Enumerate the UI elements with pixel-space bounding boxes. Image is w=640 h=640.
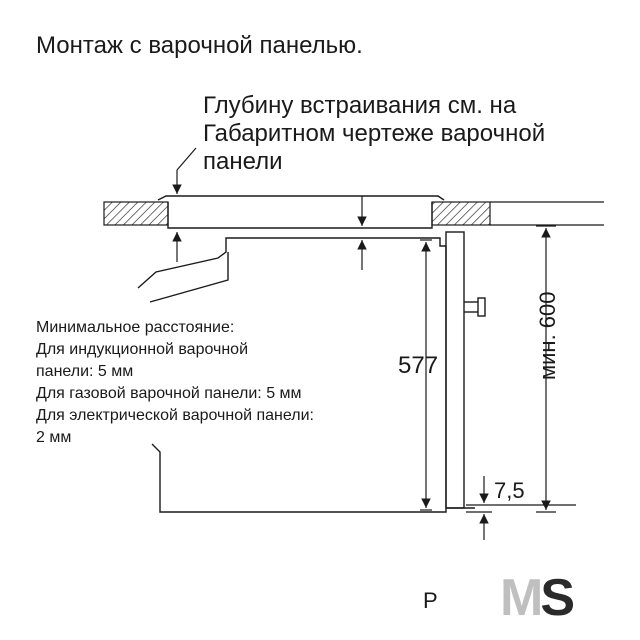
depth-note-line: Глубину встраивания см. на xyxy=(203,92,517,119)
min-distance-line: Для электрической варочной панели: xyxy=(36,407,314,424)
corner-letter: P xyxy=(423,588,438,613)
hob xyxy=(157,195,445,229)
min-distance-line: Для газовой варочной панели: 5 мм xyxy=(36,385,302,402)
min-distance-line: 2 мм xyxy=(36,429,72,446)
min-distance-line: панели: 5 мм xyxy=(36,363,134,380)
min-distance-note: Минимальное расстояние: Для индукционной… xyxy=(36,317,314,449)
depth-note-line: Габаритном чертеже варочной xyxy=(203,120,546,147)
dimension-7-5-label: 7,5 xyxy=(494,478,525,503)
dimension-577-label: 577 xyxy=(398,352,439,379)
depth-note: Глубину встраивания см. на Габаритном че… xyxy=(203,92,545,176)
countertop xyxy=(103,201,604,226)
dimension-600-label: мин. 600 xyxy=(535,291,560,381)
logo-letter-m: M xyxy=(500,569,543,627)
oven xyxy=(137,231,486,513)
countertop-right xyxy=(431,201,491,226)
ms-logo: MS xyxy=(500,569,575,627)
min-distance-line: Минимальное расстояние: xyxy=(36,319,235,336)
depth-note-line: панели xyxy=(203,148,283,175)
dimension-577 xyxy=(420,239,432,511)
logo-letter-s: S xyxy=(540,569,575,627)
dimension-7-5 xyxy=(466,476,576,540)
page-title: Монтаж с варочной панелью. xyxy=(36,32,363,59)
countertop-left xyxy=(103,201,169,226)
depth-callout xyxy=(172,147,367,270)
min-distance-line: Для индукционной варочной xyxy=(36,341,249,358)
